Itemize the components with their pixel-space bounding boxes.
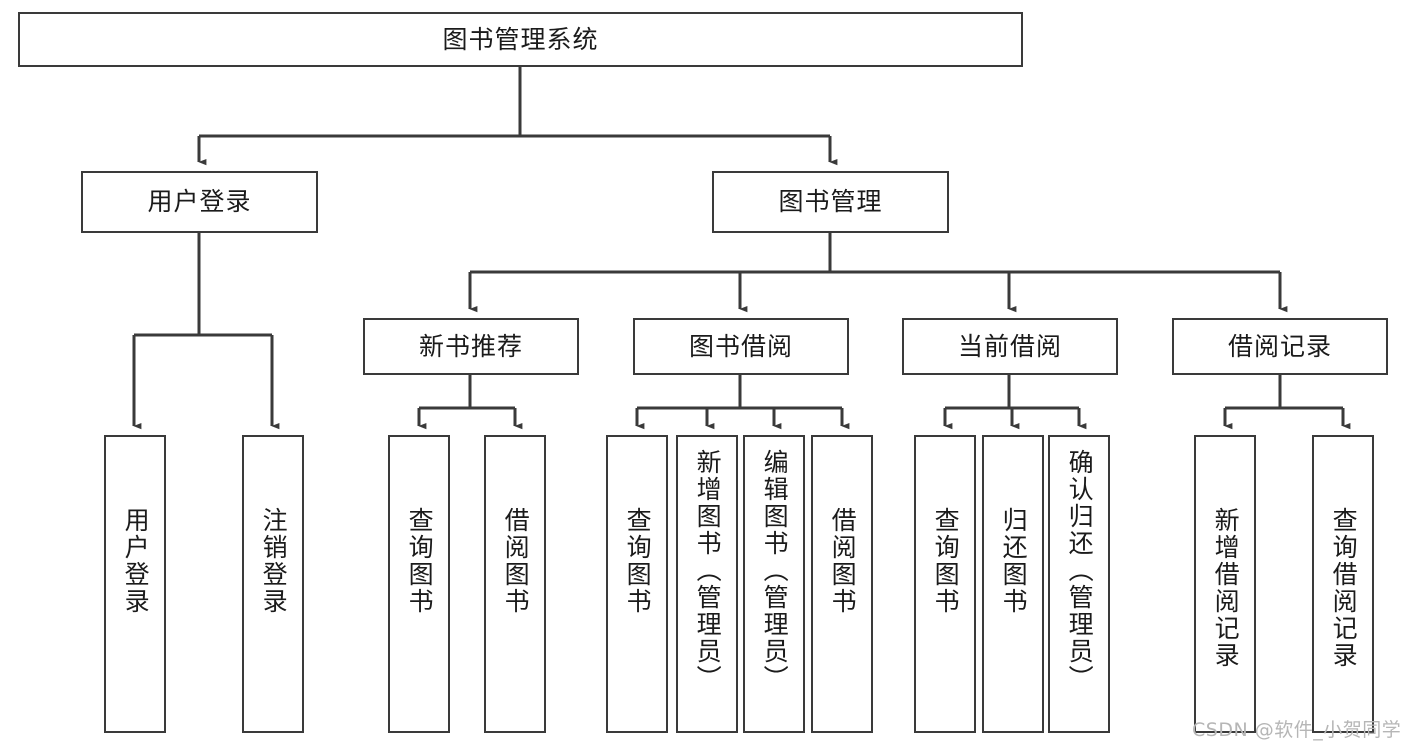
node-root-book-management-system[interactable]: 图书管理系统 xyxy=(18,12,1023,67)
leaf-add-borrowing-record[interactable]: 新增借阅记录 xyxy=(1194,435,1256,733)
node-current-borrowing[interactable]: 当前借阅 xyxy=(902,318,1118,375)
leaf-user-logout[interactable]: 注销登录 xyxy=(242,435,304,733)
node-user-login[interactable]: 用户登录 xyxy=(81,171,318,233)
leaf-add-book-admin[interactable]: 新增图书（管理员） xyxy=(676,435,738,733)
leaf-query-book-recommendation[interactable]: 查询图书 xyxy=(388,435,450,733)
node-book-management[interactable]: 图书管理 xyxy=(712,171,949,233)
leaf-borrow-book-recommendation[interactable]: 借阅图书 xyxy=(484,435,546,733)
leaf-user-login[interactable]: 用户登录 xyxy=(104,435,166,733)
leaf-return-book[interactable]: 归还图书 xyxy=(982,435,1044,733)
leaf-confirm-return-admin[interactable]: 确认归还（管理员） xyxy=(1048,435,1110,733)
leaf-query-book-current[interactable]: 查询图书 xyxy=(914,435,976,733)
leaf-borrow-book-borrowing[interactable]: 借阅图书 xyxy=(811,435,873,733)
csdn-watermark: CSDN @软件_小贺同学 xyxy=(1192,719,1402,741)
node-book-borrowing[interactable]: 图书借阅 xyxy=(633,318,849,375)
leaf-query-book-borrowing[interactable]: 查询图书 xyxy=(606,435,668,733)
leaf-query-borrowing-record[interactable]: 查询借阅记录 xyxy=(1312,435,1374,733)
node-new-book-recommendation[interactable]: 新书推荐 xyxy=(363,318,579,375)
node-borrowing-record[interactable]: 借阅记录 xyxy=(1172,318,1388,375)
leaf-edit-book-admin[interactable]: 编辑图书（管理员） xyxy=(743,435,805,733)
